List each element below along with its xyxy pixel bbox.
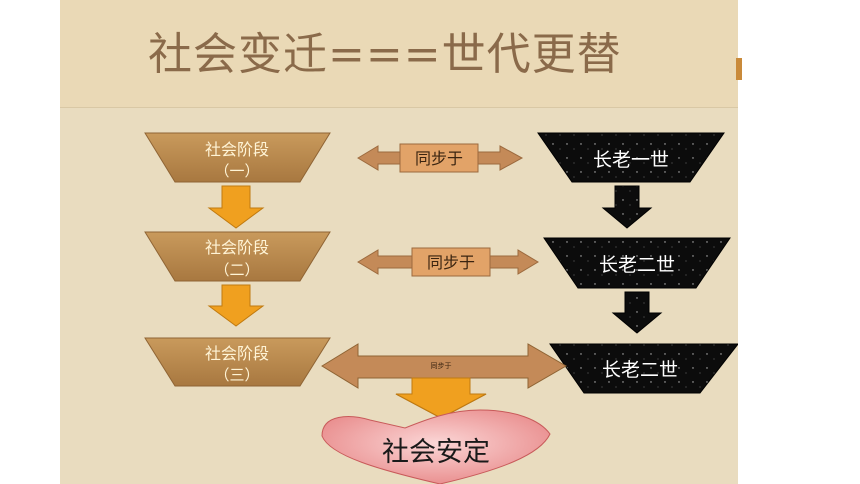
merge-arrow: 同步于: [321, 343, 567, 419]
sync-label-3: 同步于: [431, 362, 452, 370]
elder-1-shape: [537, 132, 725, 183]
slide: 社会变迁===世代更替 社会阶段 （一）: [60, 0, 738, 484]
elder-2-shape: [543, 237, 731, 289]
stage-2-name: 社会阶段: [205, 238, 269, 257]
sync-arrow-1: 同步于: [357, 143, 524, 173]
stage-3: 社会阶段 （三）: [144, 337, 331, 387]
elder-2: 长老二世: [543, 237, 731, 289]
elder-1: 长老一世: [537, 132, 725, 183]
sync-label-1-box: [399, 143, 479, 173]
flow-diagram: 社会阶段 （一） 社会阶段 （二） 社会阶段 （三） 同步于 同步于: [144, 132, 738, 484]
sync-label-2-box: [411, 247, 491, 277]
result-heart: 社会安定: [321, 409, 551, 484]
down-arrow-elder-2: [611, 291, 663, 334]
stage-3-shape: [144, 337, 331, 387]
merge-arrow-down-highlight: [395, 377, 487, 419]
stage-1-number: （一）: [214, 162, 259, 180]
elder-3-shape: [549, 343, 738, 394]
result-label: 社会安定: [382, 437, 490, 468]
sync-label-1: 同步于: [415, 149, 463, 168]
sync-label-2: 同步于: [427, 253, 475, 272]
down-arrow-elder-1: [601, 185, 653, 229]
elder-3-label: 长老二世: [602, 359, 678, 381]
down-arrow-stage-2: [207, 284, 265, 327]
title-band: [60, 0, 738, 108]
result-heart-shape: [321, 409, 551, 484]
stage-3-name: 社会阶段: [205, 344, 269, 363]
title-divider: [60, 107, 738, 108]
stage-1: 社会阶段 （一）: [144, 132, 331, 183]
stage-2: 社会阶段 （二）: [144, 231, 331, 282]
slide-title: 社会变迁===世代更替: [148, 29, 622, 80]
side-mark: [736, 58, 742, 80]
stage-1-shape: [144, 132, 331, 183]
elder-1-label: 长老一世: [593, 149, 669, 171]
down-arrow-stage-1: [207, 185, 265, 229]
elder-2-label: 长老二世: [599, 254, 675, 276]
stage-2-number: （二）: [214, 261, 259, 279]
sync-arrow-2: 同步于: [357, 247, 539, 277]
stage-3-number: （三）: [214, 366, 259, 384]
stage-1-name: 社会阶段: [205, 140, 269, 159]
stage-2-shape: [144, 231, 331, 282]
elder-3: 长老二世: [549, 343, 738, 394]
